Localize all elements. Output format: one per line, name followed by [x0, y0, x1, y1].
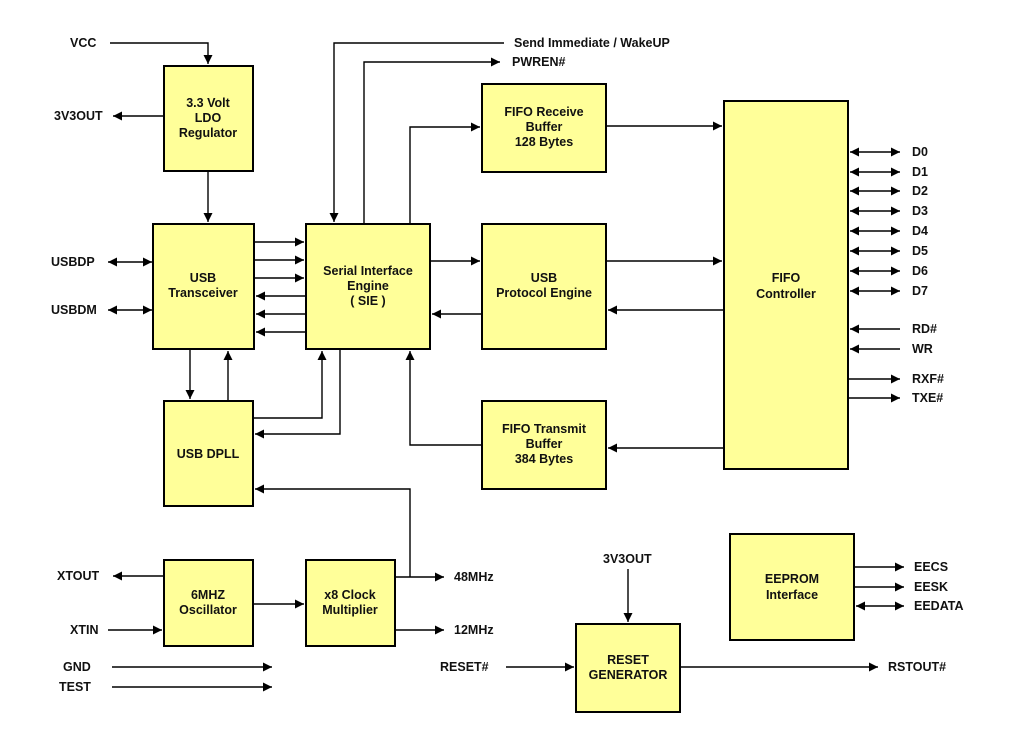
pwren-label: PWREN# [512, 55, 566, 69]
sie-to-pwren-arrow [363, 57, 500, 224]
fifo-transmit-buffer-block: FIFO Transmit Buffer 384 Bytes [481, 400, 607, 490]
fifo-rx-label-line-2: Buffer [526, 120, 563, 134]
d2-label: D2 [912, 184, 928, 198]
48mhz-label: 48MHz [454, 570, 494, 584]
transceiver-label-line-1: USB [190, 271, 216, 285]
clock-multiplier-block: x8 Clock Multiplier [305, 559, 396, 647]
usb-protocol-engine-block: USB Protocol Engine [481, 223, 607, 350]
fifo-controller-block: FIFO Controller [723, 100, 849, 470]
fifo-ctrl-label-line-2: Controller [756, 287, 816, 301]
fifo-tx-label-line-3: 384 Bytes [515, 452, 573, 466]
fifo-tx-to-sie-arrow [405, 351, 482, 446]
d4-label: D4 [912, 224, 928, 238]
ldo-label-line-2: LDO [195, 111, 222, 125]
fifo-ctrl-label-line-1: FIFO [772, 271, 801, 285]
sie-label-line-2: Engine [347, 279, 389, 293]
connection-lines [108, 42, 904, 692]
txe-label: TXE# [912, 391, 943, 405]
fifo-rx-label-line-1: FIFO Receive [504, 105, 583, 119]
rd-label: RD# [912, 322, 937, 336]
vcc-label: VCC [70, 36, 96, 50]
fifo-tx-label-line-2: Buffer [526, 437, 563, 451]
rstout-label: RSTOUT# [888, 660, 946, 674]
protocol-label-line-2: Protocol Engine [496, 286, 592, 300]
dpll-label: USB DPLL [177, 447, 240, 461]
oscillator-block: 6MHZ Oscillator [163, 559, 254, 647]
reset-generator-block: RESET GENERATOR [575, 623, 681, 713]
rxf-label: RXF# [912, 372, 944, 386]
send-immediate-to-sie-arrow [329, 42, 504, 222]
ldo-label-line-1: 3.3 Volt [186, 96, 230, 110]
protocol-label-line-1: USB [531, 271, 557, 285]
usb-dpll-block: USB DPLL [163, 400, 254, 507]
xtout-label: XTOUT [57, 569, 99, 583]
reset-3v3out-label: 3V3OUT [603, 552, 652, 566]
gnd-label: GND [63, 660, 91, 674]
transceiver-label-line-2: Transceiver [168, 286, 238, 300]
d1-label: D1 [912, 165, 928, 179]
d3-label: D3 [912, 204, 928, 218]
3v3out-label: 3V3OUT [54, 109, 103, 123]
osc-label-line-2: Oscillator [179, 603, 237, 617]
fifo-rx-label-line-3: 128 Bytes [515, 135, 573, 149]
reset-gen-label-line-2: GENERATOR [589, 668, 668, 682]
eedata-label: EEDATA [914, 599, 964, 613]
fifo-receive-buffer-block: FIFO Receive Buffer 128 Bytes [481, 83, 607, 173]
eecs-label: EECS [914, 560, 948, 574]
clock-mult-label-line-1: x8 Clock [324, 588, 375, 602]
eeprom-interface-block: EEPROM Interface [729, 533, 855, 641]
vcc-to-ldo-arrow [110, 42, 213, 64]
clock-mult-label-line-2: Multiplier [322, 603, 378, 617]
reset-gen-label-line-1: RESET [607, 653, 649, 667]
d0-label: D0 [912, 145, 928, 159]
d6-label: D6 [912, 264, 928, 278]
eeprom-label-line-1: EEPROM [765, 572, 819, 586]
d5-label: D5 [912, 244, 928, 258]
clock-to-dpll-arrow [255, 484, 411, 577]
eeprom-label-line-2: Interface [766, 588, 818, 602]
ldo-label-line-3: Regulator [179, 126, 237, 140]
usbdm-label: USBDM [51, 303, 97, 317]
sie-to-dpll-arrow [255, 349, 341, 439]
usb-transceiver-block: USB Transceiver [152, 223, 255, 350]
test-label: TEST [59, 680, 91, 694]
xtin-label: XTIN [70, 623, 98, 637]
sie-label-line-3: ( SIE ) [350, 294, 385, 308]
sie-label-line-1: Serial Interface [323, 264, 413, 278]
sie-to-fifo-rx-arrow [409, 122, 480, 224]
fifo-tx-label-line-1: FIFO Transmit [502, 422, 587, 436]
12mhz-label: 12MHz [454, 623, 494, 637]
d7-label: D7 [912, 284, 928, 298]
send-immediate-label: Send Immediate / WakeUP [514, 36, 670, 50]
wr-label: WR [912, 342, 933, 356]
usbdp-label: USBDP [51, 255, 95, 269]
reset-in-label: RESET# [440, 660, 489, 674]
eesk-label: EESK [914, 580, 948, 594]
ldo-regulator-block: 3.3 Volt LDO Regulator [163, 65, 254, 172]
signal-labels: VCC 3V3OUT USBDP USBDM Send Immediate / … [51, 36, 964, 694]
sie-block: Serial Interface Engine ( SIE ) [305, 223, 431, 350]
osc-label-line-1: 6MHZ [191, 588, 225, 602]
dpll-to-sie-arrow [253, 351, 327, 419]
